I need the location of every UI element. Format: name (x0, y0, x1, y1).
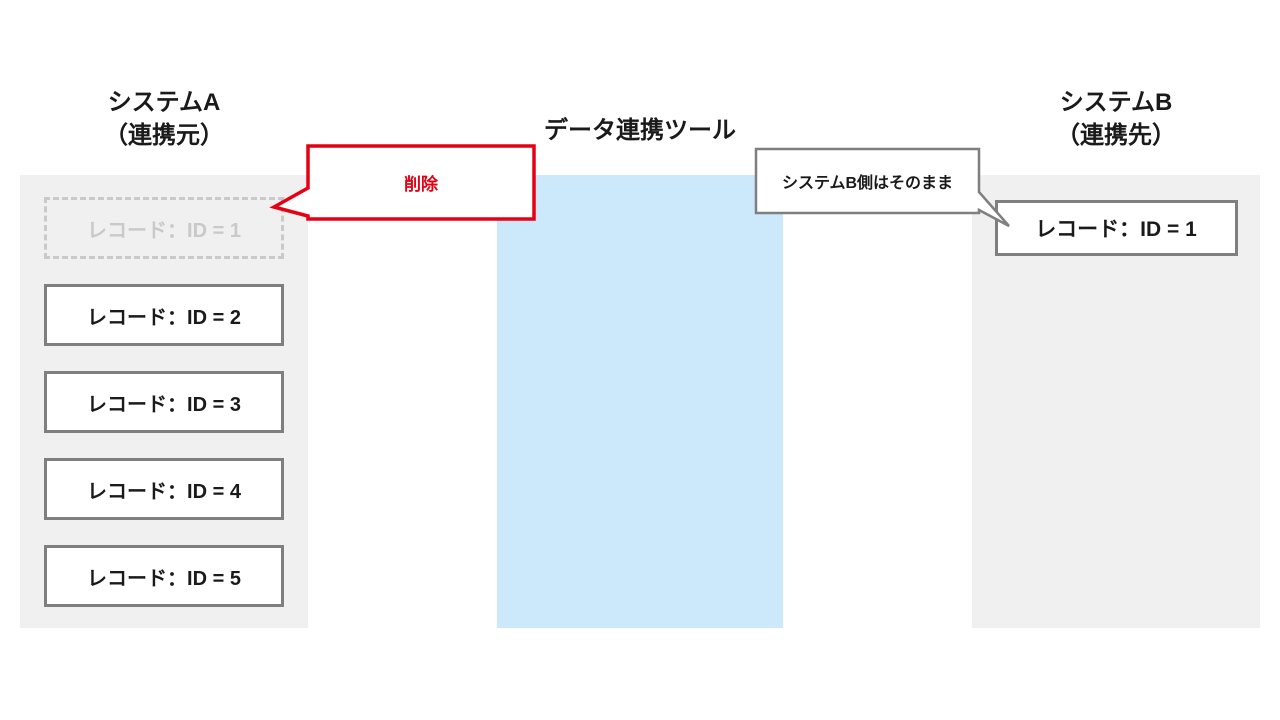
record-b-id1: レコード：ID = 1 (994, 200, 1238, 256)
record-a-id5: レコード：ID = 5 (44, 545, 284, 607)
system-a-title: システムA （連携元） (20, 86, 308, 152)
record-a-id3: レコード：ID = 3 (44, 371, 284, 433)
system-a-panel: レコード：ID = 1 レコード：ID = 2 レコード：ID = 3 レコード… (20, 175, 308, 628)
keep-callout: システムB側はそのまま (753, 146, 1015, 231)
record-a-id1-deleted: レコード：ID = 1 (44, 197, 284, 259)
system-a-title-line1: システムA (107, 89, 221, 116)
keep-callout-label: システムB側はそのまま (781, 175, 954, 192)
system-b-panel: レコード：ID = 1 (972, 175, 1260, 628)
record-a-id4: レコード：ID = 4 (44, 458, 284, 520)
system-b-title-line1: システムB (1059, 89, 1173, 116)
system-b-title-line2: （連携先） (1056, 122, 1176, 149)
keep-callout-bubble-shape (754, 147, 1010, 228)
record-a-id2: レコード：ID = 2 (44, 284, 284, 346)
system-b-title: システムB （連携先） (972, 86, 1260, 152)
delete-callout-bubble-shape (269, 144, 536, 221)
tool-title: データ連携ツール (544, 117, 736, 144)
delete-callout-label: 削除 (404, 175, 438, 194)
system-a-title-line2: （連携元） (104, 122, 224, 149)
tool-panel (497, 175, 783, 628)
delete-callout: 削除 (268, 143, 538, 225)
